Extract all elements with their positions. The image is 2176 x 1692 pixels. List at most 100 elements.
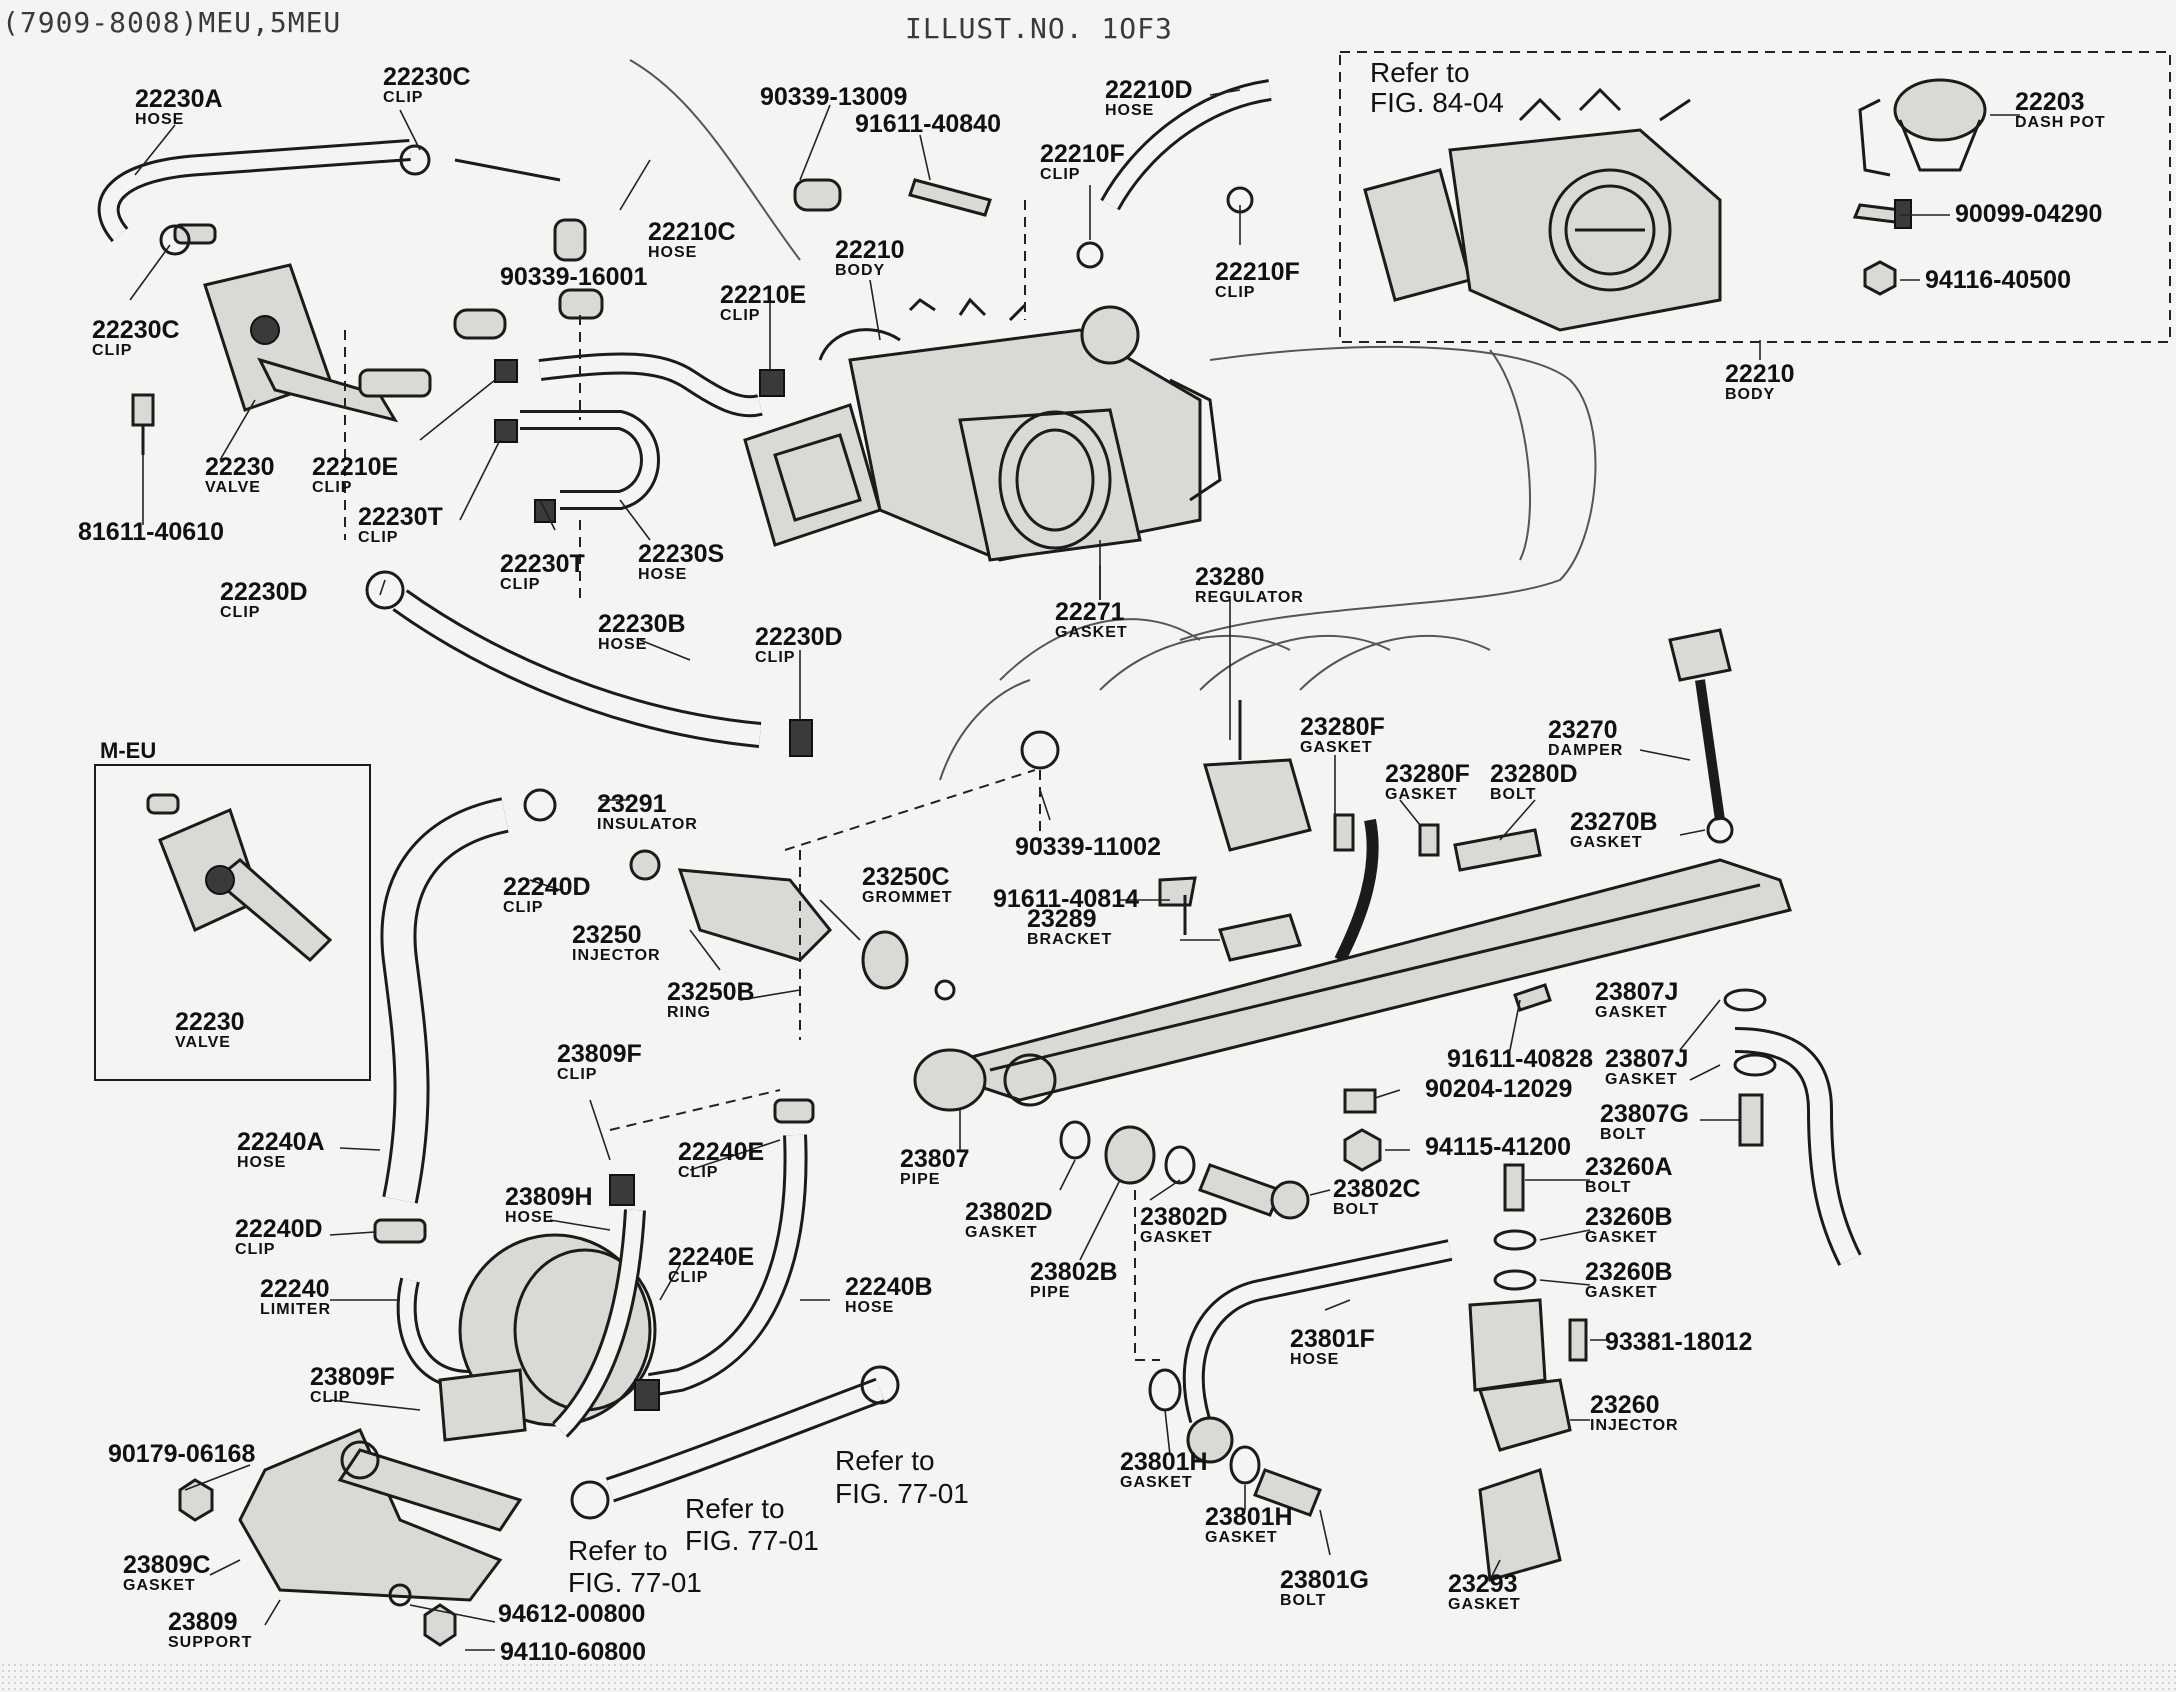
part-number-l33: 90339-11002 xyxy=(1015,833,1161,861)
nut-part xyxy=(1863,260,1897,296)
pipe-23802B xyxy=(1104,1125,1156,1185)
part-number-l13: 91611-40840 xyxy=(855,110,1001,138)
part-number-l43: 22240A xyxy=(237,1128,325,1156)
part-number-l15: 22210 xyxy=(835,236,905,264)
part-number-l69: 23801H xyxy=(1120,1448,1208,1476)
part-name-l02: CLIP xyxy=(383,89,423,106)
part-number-l42: 23809F xyxy=(557,1040,642,1068)
part-number-l24: 22230B xyxy=(598,610,686,638)
part-number-l37: 23250C xyxy=(862,863,950,891)
part-number-l06: 81611-40610 xyxy=(78,518,224,546)
part-number-l41: 22230 xyxy=(175,1008,245,1036)
plug-90339-16001 xyxy=(453,308,507,340)
limiter-22240 xyxy=(438,1368,527,1442)
dashpot-on-body xyxy=(1080,305,1140,365)
part-number-l11: 22210C xyxy=(648,218,736,246)
part-number-l49: 91611-40828 xyxy=(1447,1045,1593,1073)
inset-valve-meu: M-EU xyxy=(94,738,371,1081)
part-number-l14: 22210E xyxy=(720,281,806,309)
part-number-l63: 23802B xyxy=(1030,1258,1118,1286)
part-name-l09: HOSE xyxy=(638,566,687,583)
part-number-l04: 22230 xyxy=(205,453,275,481)
part-number-l45: 23807 xyxy=(900,1145,970,1173)
intake-manifold-outline xyxy=(629,59,1597,781)
part-number-l05: 22210E xyxy=(312,453,398,481)
part-name-l46: GASKET xyxy=(1595,1004,1668,1021)
part-number-l17: 22210F xyxy=(1040,140,1125,168)
part-name-l64: HOSE xyxy=(1290,1351,1339,1368)
bolt-23801G xyxy=(1253,1468,1322,1517)
part-number-l57: 23260A xyxy=(1585,1153,1673,1181)
plug-90339-13009 xyxy=(793,178,842,212)
part-number-l64: 23801F xyxy=(1290,1325,1375,1353)
part-number-l16: 22210D xyxy=(1105,76,1193,104)
part-number-l75: 94110-60800 xyxy=(500,1638,646,1666)
bolt-23802C xyxy=(1198,1163,1282,1217)
part-number-l44: 22240E xyxy=(678,1138,764,1166)
part-name-l35: CLIP xyxy=(503,899,543,916)
part-number-l40: 23289 xyxy=(1027,905,1097,933)
part-name-l41: VALVE xyxy=(175,1034,231,1051)
part-number-l29: 23280F xyxy=(1385,760,1470,788)
part-name-l03: CLIP xyxy=(92,342,132,359)
support-23809 xyxy=(238,1428,503,1602)
refer3-line2: FIG. 77-01 xyxy=(568,1567,702,1598)
part-number-l38: 23250B xyxy=(667,978,755,1006)
part-name-l52: HOSE xyxy=(505,1209,554,1226)
part-number-l50: 90204-12029 xyxy=(1425,1075,1572,1103)
part-number-l53: 22240D xyxy=(235,1215,323,1243)
part-number-l48: 23807G xyxy=(1600,1100,1689,1128)
part-name-l73: SUPPORT xyxy=(168,1634,252,1651)
part-number-l62: 22240B xyxy=(845,1273,933,1301)
part-number-l30: 23280D xyxy=(1490,760,1578,788)
part-number-l08: 22230T xyxy=(500,550,585,578)
part-number-l35: 22240D xyxy=(503,873,591,901)
part-name-l28: GASKET xyxy=(1300,739,1373,756)
part-name-l66: CLIP xyxy=(310,1389,350,1406)
damper-23270 xyxy=(1668,628,1732,682)
part-name-l26: GASKET xyxy=(1055,624,1128,641)
refer3-line1: Refer to xyxy=(568,1535,668,1566)
part-number-l18: 22210F xyxy=(1215,258,1300,286)
part-number-l25: 22230D xyxy=(755,623,843,651)
part-number-l36: 23250 xyxy=(572,921,642,949)
part-number-l56: 23802C xyxy=(1333,1175,1421,1203)
part-number-l76: 23293 xyxy=(1448,1570,1518,1598)
part-name-l30: BOLT xyxy=(1490,786,1536,803)
part-name-l36: INJECTOR xyxy=(572,947,661,964)
part-name-l53: CLIP xyxy=(235,1241,275,1258)
part-number-l71: 23809C xyxy=(123,1551,211,1579)
part-number-l47: 23807J xyxy=(1605,1045,1688,1073)
part-number-l03: 22230C xyxy=(92,316,180,344)
part-name-l23: CLIP xyxy=(220,604,260,621)
gasket-23293 xyxy=(1478,1468,1562,1582)
inset-ref-line2: FIG. 84-04 xyxy=(1370,87,1504,118)
grommet-23250C xyxy=(861,930,909,990)
part-number-l27: 23280 xyxy=(1195,563,1265,591)
part-name-l57: BOLT xyxy=(1585,1179,1631,1196)
part-number-l32: 23270B xyxy=(1570,808,1658,836)
part-number-l65: 93381-18012 xyxy=(1605,1328,1752,1356)
pipe-23807 xyxy=(913,1048,987,1112)
dash-pot-body xyxy=(1893,78,1987,142)
refer2-line2: FIG. 77-01 xyxy=(685,1525,819,1556)
cold-start-injector-group xyxy=(1148,1163,1588,1582)
part-name-l37: GROMMET xyxy=(862,889,953,906)
meu-valve-stem xyxy=(212,858,333,963)
part-number-l20: 90099-04290 xyxy=(1955,200,2102,228)
part-name-l29: GASKET xyxy=(1385,786,1458,803)
fuel-rail-group xyxy=(913,628,1862,1266)
hose-group-upper-left xyxy=(97,79,1272,525)
part-number-l70: 23801H xyxy=(1205,1503,1293,1531)
part-name-l25: CLIP xyxy=(755,649,795,666)
part-name-l47: GASKET xyxy=(1605,1071,1678,1088)
inset-valve-title: M-EU xyxy=(100,738,156,763)
refer1-line2: FIG. 77-01 xyxy=(835,1478,969,1509)
leader-lines xyxy=(129,89,1761,1626)
part-name-l76: GASKET xyxy=(1448,1596,1521,1613)
injector-23260 xyxy=(1468,1298,1547,1392)
part-name-l40: BRACKET xyxy=(1027,931,1112,948)
nut-90179 xyxy=(178,1478,214,1522)
part-name-l45: PIPE xyxy=(900,1171,940,1188)
